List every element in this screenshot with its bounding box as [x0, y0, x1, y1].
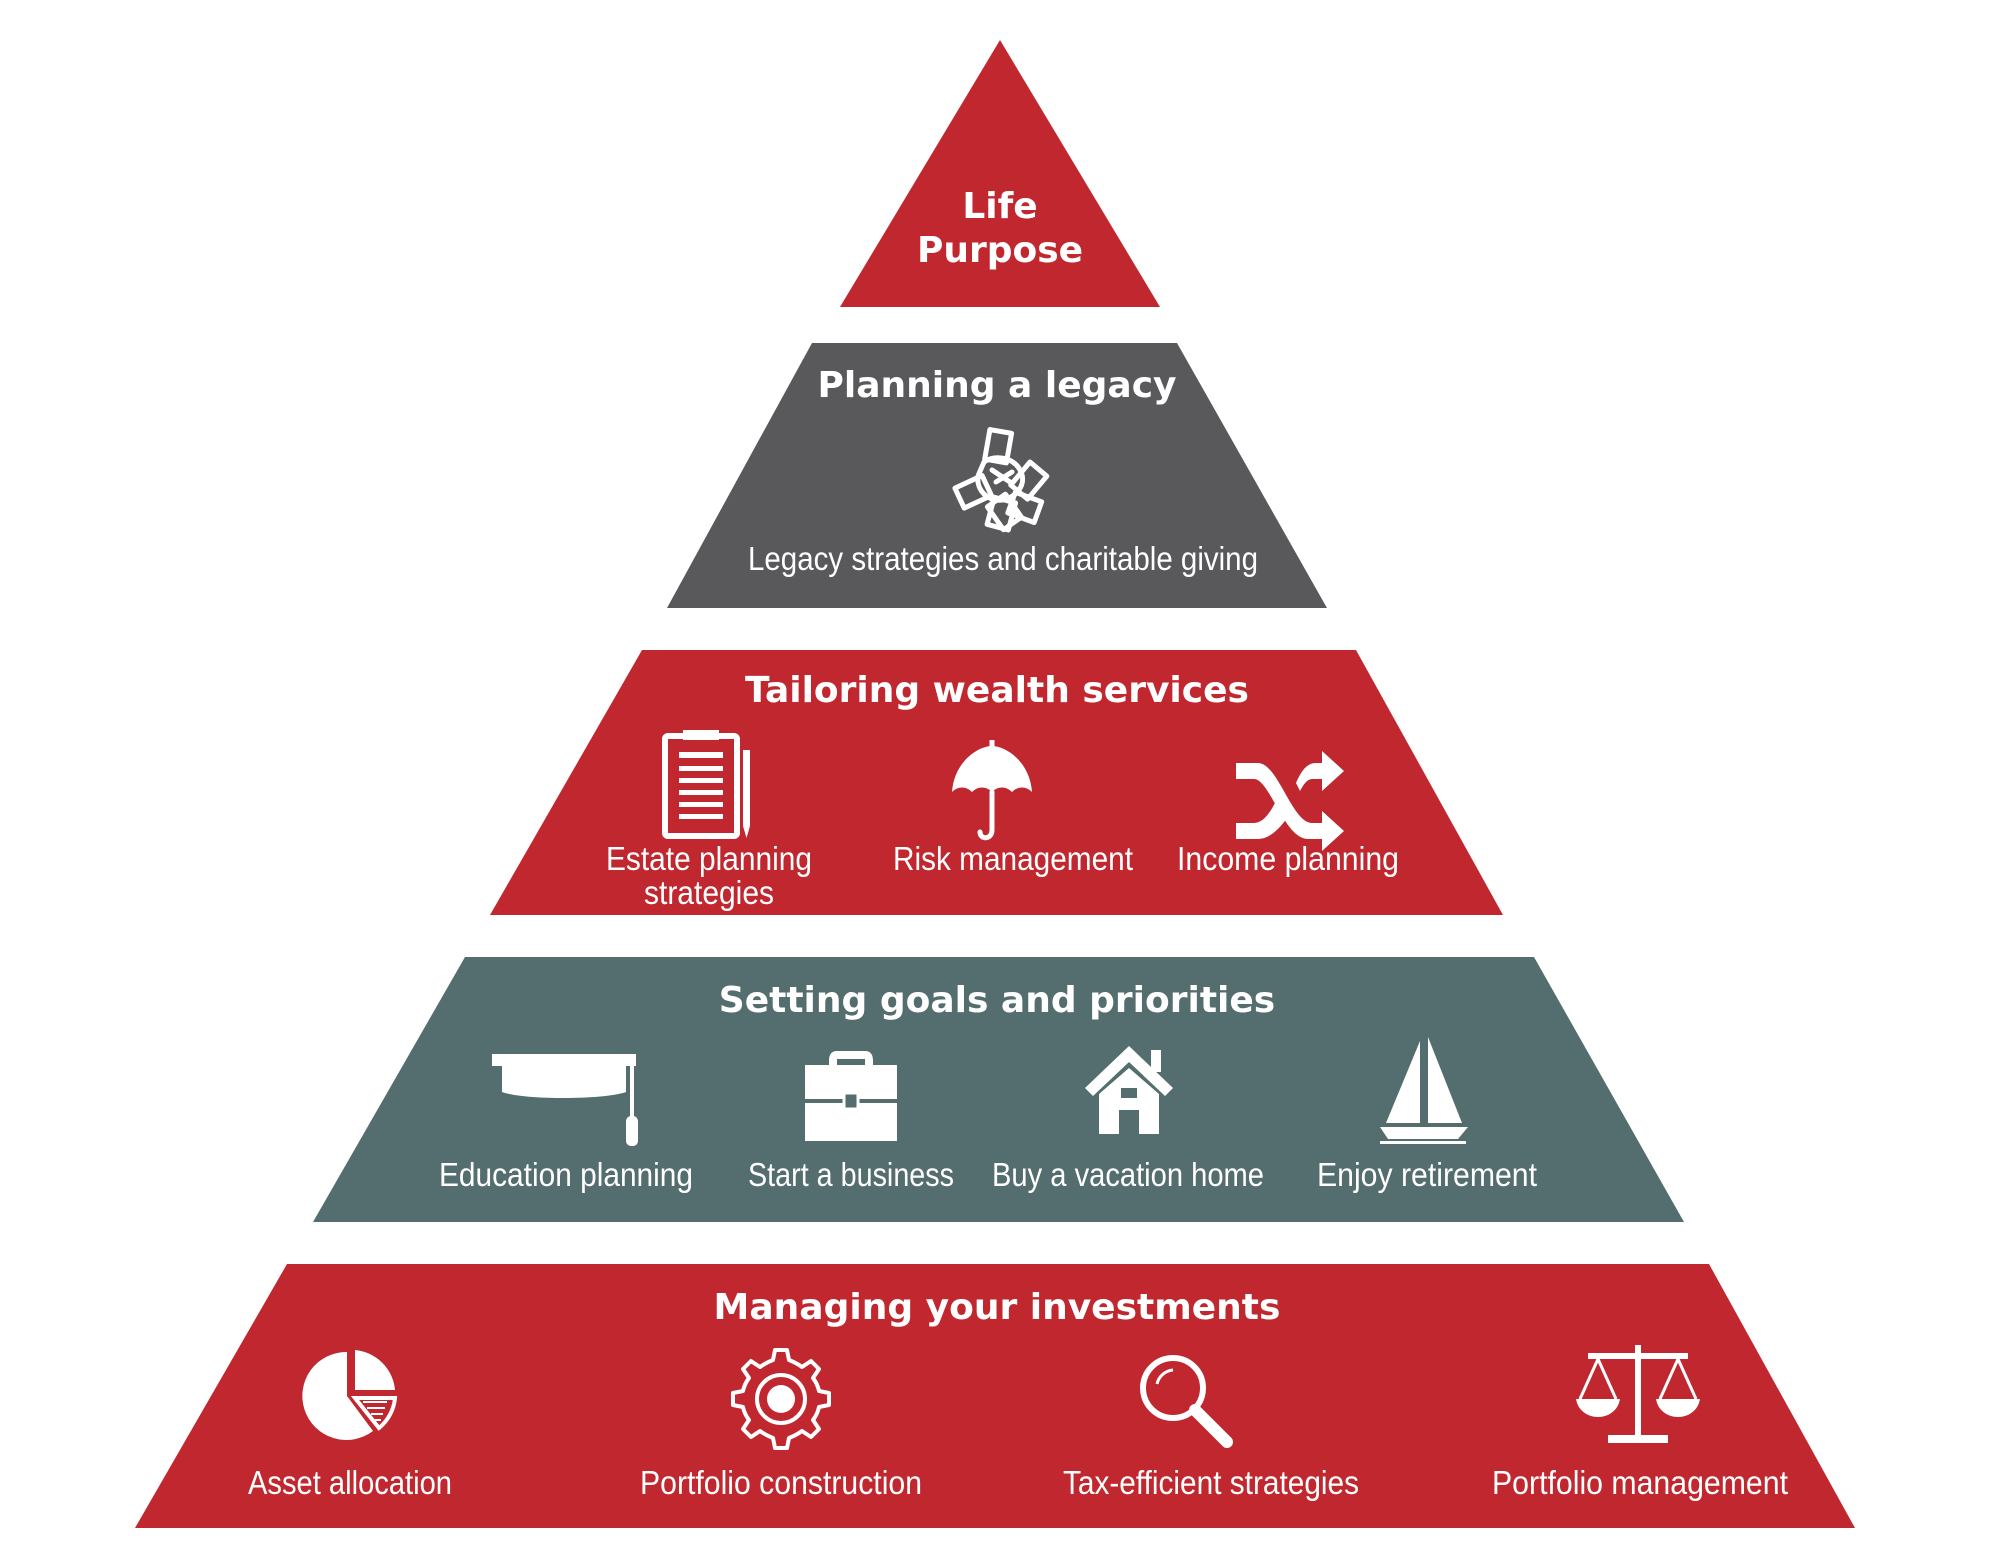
- tier-shape: [135, 1264, 1855, 1528]
- tier-title: Tailoring wealth services: [745, 670, 1249, 711]
- tier-title: Managing your investments: [714, 1287, 1281, 1328]
- item-label: Education planning: [439, 1156, 693, 1193]
- item-label: Enjoy retirement: [1317, 1156, 1537, 1193]
- tier-apex-shape: [840, 40, 1160, 307]
- tier-planning-legacy: Planning a legacy Legacy strategies and …: [667, 343, 1327, 608]
- item-label: strategies: [644, 874, 774, 911]
- tier-shape: [313, 957, 1684, 1222]
- item-label: Asset allocation: [248, 1464, 452, 1501]
- tier-life-purpose: Life Purpose: [840, 40, 1160, 307]
- item-label: Risk management: [893, 840, 1133, 877]
- tier-title: Planning a legacy: [818, 365, 1177, 406]
- item-label: Portfolio construction: [640, 1464, 922, 1501]
- item-label: Legacy strategies and charitable giving: [748, 540, 1258, 577]
- tier-title: Setting goals and priorities: [719, 980, 1275, 1021]
- item-label: Buy a vacation home: [992, 1156, 1264, 1193]
- tier-tailoring-wealth: Tailoring wealth services Estate plannin…: [490, 650, 1503, 915]
- item-label: Start a business: [748, 1156, 954, 1193]
- item-label: Tax-efficient strategies: [1063, 1464, 1359, 1501]
- item-label: Portfolio management: [1492, 1464, 1788, 1501]
- tier-setting-goals: Setting goals and priorities Education p…: [313, 957, 1684, 1222]
- item-label: Estate planning: [606, 840, 812, 877]
- tier-title-line: Life: [962, 186, 1037, 227]
- tier-title-line: Purpose: [917, 230, 1083, 271]
- tier-managing-investments: Managing your investments Asset allocati…: [135, 1264, 1855, 1528]
- item-label: Income planning: [1177, 840, 1399, 877]
